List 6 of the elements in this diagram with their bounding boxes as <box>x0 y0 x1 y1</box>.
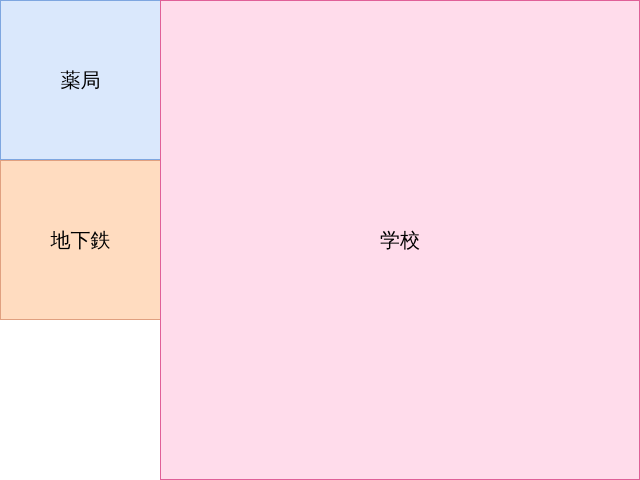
area-label: 学校 <box>380 226 420 254</box>
subway-block <box>0 160 161 320</box>
area-label: 薬局 <box>60 66 100 94</box>
school-block <box>160 0 640 480</box>
pharmacy-block <box>0 0 161 160</box>
area-label: 地下鉄 <box>50 226 110 254</box>
